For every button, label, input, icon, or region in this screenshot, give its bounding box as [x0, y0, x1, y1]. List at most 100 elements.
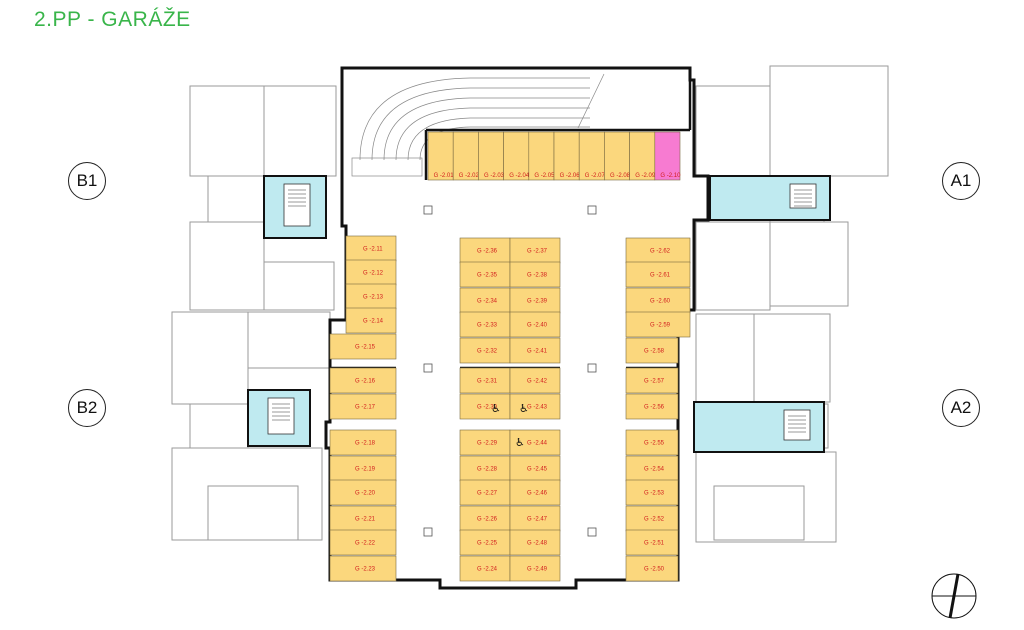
parking-slot-area[interactable]: [459, 393, 511, 420]
parking-slot-area[interactable]: [625, 237, 691, 264]
parking-slot-area[interactable]: [625, 479, 679, 506]
parking-slot[interactable]: G -2.09: [629, 131, 656, 181]
parking-slot[interactable]: G -2.53: [625, 479, 679, 506]
parking-slot[interactable]: G -2.44: [509, 429, 561, 456]
building-label-b1[interactable]: B1: [68, 162, 106, 200]
parking-slot[interactable]: G -2.27: [459, 479, 511, 506]
parking-slot-area[interactable]: [329, 479, 397, 506]
parking-slot[interactable]: G -2.07: [578, 131, 605, 181]
parking-slot-area[interactable]: [553, 131, 580, 181]
parking-slot[interactable]: G -2.39: [509, 287, 561, 314]
parking-slot-area[interactable]: [459, 429, 511, 456]
parking-slot[interactable]: G -2.34: [459, 287, 511, 314]
parking-slot-area[interactable]: [509, 455, 561, 482]
parking-slot[interactable]: G -2.25: [459, 529, 511, 556]
parking-slot-area[interactable]: [509, 367, 561, 394]
parking-slot-area[interactable]: [509, 529, 561, 556]
parking-slot-area[interactable]: [459, 337, 511, 364]
parking-slot-area[interactable]: [625, 337, 679, 364]
parking-slot-area[interactable]: [528, 131, 555, 181]
parking-slot[interactable]: G -2.41: [509, 337, 561, 364]
parking-slot-area[interactable]: [329, 555, 397, 582]
parking-slot[interactable]: G -2.51: [625, 529, 679, 556]
parking-slot[interactable]: G -2.18: [329, 429, 397, 456]
parking-slot[interactable]: G -2.26: [459, 505, 511, 532]
parking-slot-area[interactable]: [329, 529, 397, 556]
parking-slot-area[interactable]: [625, 529, 679, 556]
parking-slot[interactable]: G -2.29: [459, 429, 511, 456]
parking-slot[interactable]: G -2.01: [427, 131, 454, 181]
parking-slot[interactable]: G -2.47: [509, 505, 561, 532]
parking-slot-area[interactable]: [509, 237, 561, 264]
parking-slot-area[interactable]: [625, 393, 679, 420]
parking-slot-area[interactable]: [503, 131, 530, 181]
parking-slot[interactable]: G -2.61: [625, 261, 691, 288]
parking-slot[interactable]: G -2.15: [329, 333, 397, 360]
parking-slot[interactable]: G -2.35: [459, 261, 511, 288]
parking-slot[interactable]: G -2.20: [329, 479, 397, 506]
parking-slot[interactable]: G -2.22: [329, 529, 397, 556]
parking-slot-area[interactable]: [452, 131, 479, 181]
parking-slot[interactable]: G -2.37: [509, 237, 561, 264]
building-label-a2[interactable]: A2: [942, 389, 980, 427]
parking-slot[interactable]: G -2.38: [509, 261, 561, 288]
parking-slot[interactable]: G -2.06: [553, 131, 580, 181]
parking-slot[interactable]: G -2.19: [329, 455, 397, 482]
parking-slot[interactable]: G -2.12: [345, 259, 397, 286]
parking-slot[interactable]: G -2.33: [459, 311, 511, 338]
parking-slot[interactable]: G -2.55: [625, 429, 679, 456]
parking-slot-area[interactable]: [509, 429, 561, 456]
parking-slot[interactable]: G -2.57: [625, 367, 679, 394]
parking-slot[interactable]: G -2.56: [625, 393, 679, 420]
parking-slot-area[interactable]: [459, 505, 511, 532]
parking-slot[interactable]: G -2.50: [625, 555, 679, 582]
parking-slot[interactable]: G -2.05: [528, 131, 555, 181]
parking-slot-area[interactable]: [604, 131, 630, 181]
parking-slot[interactable]: G -2.54: [625, 455, 679, 482]
parking-slot[interactable]: G -2.10: [654, 131, 681, 181]
parking-slot[interactable]: G -2.28: [459, 455, 511, 482]
parking-slot[interactable]: G -2.02: [452, 131, 479, 181]
parking-slot[interactable]: G -2.03: [478, 131, 505, 181]
parking-slot[interactable]: G -2.23: [329, 555, 397, 582]
parking-slot-area[interactable]: [329, 393, 397, 420]
parking-slot-area[interactable]: [459, 311, 511, 338]
parking-slot-area[interactable]: [329, 505, 397, 532]
parking-slot[interactable]: G -2.36: [459, 237, 511, 264]
parking-slot[interactable]: G -2.46: [509, 479, 561, 506]
parking-slot[interactable]: G -2.48: [509, 529, 561, 556]
parking-slot-area[interactable]: [625, 429, 679, 456]
parking-slot-area[interactable]: [509, 505, 561, 532]
parking-slot-area[interactable]: [329, 455, 397, 482]
parking-slot-area[interactable]: [459, 555, 511, 582]
parking-slot-area[interactable]: [509, 311, 561, 338]
parking-slot-area[interactable]: [625, 555, 679, 582]
parking-slot-area[interactable]: [629, 131, 656, 181]
parking-slot-area[interactable]: [329, 429, 397, 456]
parking-slot[interactable]: G -2.21: [329, 505, 397, 532]
parking-slot-area[interactable]: [329, 367, 397, 394]
parking-slot[interactable]: G -2.14: [345, 307, 397, 334]
parking-slot-area[interactable]: [625, 367, 679, 394]
parking-slot[interactable]: G -2.62: [625, 237, 691, 264]
parking-slot-area[interactable]: [459, 261, 511, 288]
parking-slot[interactable]: G -2.16: [329, 367, 397, 394]
parking-slot-area[interactable]: [625, 261, 691, 288]
parking-slot-area[interactable]: [478, 131, 504, 181]
parking-slot-area[interactable]: [509, 337, 561, 364]
building-label-a1[interactable]: A1: [942, 162, 980, 200]
parking-slot[interactable]: G -2.17: [329, 393, 397, 420]
parking-slot[interactable]: G -2.52: [625, 505, 679, 532]
parking-slot[interactable]: G -2.43: [509, 393, 561, 420]
parking-slot[interactable]: G -2.42: [509, 367, 561, 394]
parking-slot-area[interactable]: [509, 393, 561, 420]
parking-slot-area[interactable]: [459, 367, 511, 394]
parking-slot[interactable]: G -2.30: [459, 393, 511, 420]
parking-slot-area[interactable]: [625, 311, 691, 338]
parking-slot-area[interactable]: [329, 333, 397, 360]
parking-slot[interactable]: G -2.58: [625, 337, 679, 364]
parking-slot-area[interactable]: [509, 555, 561, 582]
parking-slot[interactable]: G -2.11: [345, 235, 397, 262]
parking-slot[interactable]: G -2.13: [345, 283, 397, 310]
building-label-b2[interactable]: B2: [68, 389, 106, 427]
